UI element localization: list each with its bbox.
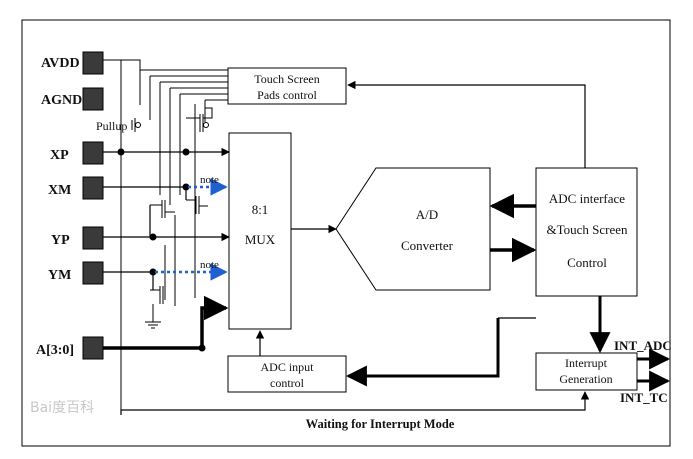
- adc-input-line1: ADC input: [260, 360, 314, 374]
- mux-line2: MUX: [245, 232, 276, 247]
- pin-ym-label: YM: [48, 268, 71, 283]
- switch-transistors: [150, 107, 213, 322]
- ground-icon: [145, 321, 161, 329]
- pullup-switch: [131, 118, 141, 132]
- note-label-2: note: [200, 259, 219, 271]
- int-adc-label: INT_ADC: [614, 338, 672, 353]
- waiting-mode-label: Waiting for Interrupt Mode: [306, 417, 455, 431]
- interrupt-generation-block: Interrupt Generation: [535, 352, 638, 391]
- adc-interface-line3: Control: [567, 255, 607, 270]
- outer-frame: [21, 19, 671, 447]
- interrupt-line2: Generation: [559, 372, 612, 386]
- ad-converter-block: A/D Converter: [335, 167, 491, 291]
- pin-ym-pad: [82, 261, 104, 285]
- pin-avdd: AVDD: [41, 51, 104, 75]
- pin-agnd: AGND: [41, 87, 104, 111]
- pin-yp-pad: [82, 226, 104, 250]
- pin-xp: XP: [50, 141, 104, 165]
- signal-wires: [120, 80, 671, 415]
- junction-dots: [117, 148, 206, 352]
- pin-agnd-pad: [82, 87, 104, 111]
- pin-a30: A[3:0]: [36, 336, 104, 360]
- touch-pads-line1: Touch Screen: [254, 72, 319, 86]
- adc-input-control-block: ADC input control: [227, 355, 347, 393]
- int-tc-label: INT_TC: [620, 390, 668, 405]
- adc-interface-line2: &Touch Screen: [546, 222, 628, 237]
- pin-xm-label: XM: [48, 183, 71, 198]
- pin-xp-pad: [82, 141, 104, 165]
- mux-line1: 8:1: [252, 202, 269, 217]
- pin-xm-pad: [82, 176, 104, 200]
- pin-yp-label: YP: [51, 233, 70, 248]
- pin-xp-label: XP: [50, 148, 69, 163]
- pin-xm: XM: [48, 176, 104, 200]
- pullup-label: Pullup: [96, 119, 127, 133]
- touch-pads-line2: Pads control: [257, 88, 317, 102]
- pin-agnd-label: AGND: [41, 93, 82, 108]
- adc-line1: A/D: [416, 207, 438, 222]
- mux-block: 8:1 MUX: [228, 132, 292, 330]
- adc-interface-block: ADC interface &Touch Screen Control: [535, 167, 638, 297]
- adc-input-line2: control: [270, 376, 305, 390]
- pin-yp: YP: [51, 226, 104, 250]
- note-label-1: note: [200, 174, 219, 186]
- touch-pads-control-block: Touch Screen Pads control: [227, 67, 347, 105]
- pin-avdd-label: AVDD: [41, 56, 80, 71]
- note-arrows: [155, 178, 228, 281]
- interrupt-line1: Interrupt: [565, 356, 608, 370]
- pin-a30-pad: [82, 336, 104, 360]
- adc-interface-line1: ADC interface: [549, 191, 625, 206]
- pin-ym: YM: [48, 261, 104, 285]
- a30-bus: [103, 295, 229, 350]
- adc-line2: Converter: [401, 238, 454, 253]
- baidu-watermark: Bai度百科: [30, 400, 94, 416]
- pin-avdd-pad: [82, 51, 104, 75]
- pin-a30-label: A[3:0]: [36, 343, 74, 358]
